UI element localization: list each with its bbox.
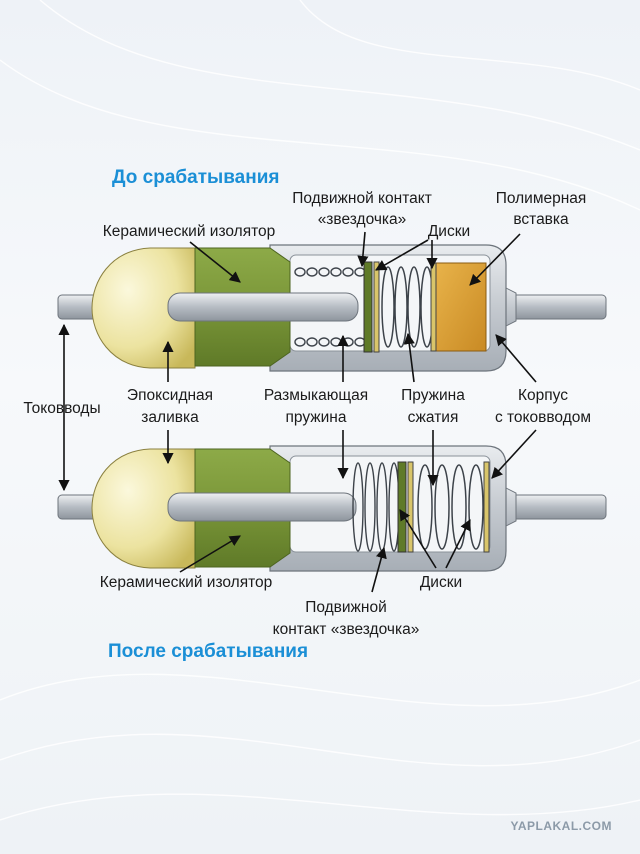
label-ceramic-insulator-top: Керамический изолятор bbox=[103, 223, 276, 240]
inner-rod-bottom bbox=[167, 492, 357, 522]
label-movable-contact-top-l1: Подвижной контакт bbox=[292, 190, 432, 207]
title-before: До срабатывания bbox=[112, 167, 279, 188]
disk-top-2 bbox=[430, 262, 437, 352]
label-housing-l2: с токовводом bbox=[495, 409, 591, 426]
label-compression-spring-l1: Пружина bbox=[401, 387, 465, 404]
label-opening-spring-l1: Размыкающая bbox=[264, 387, 368, 404]
label-compression-spring-l2: сжатия bbox=[408, 409, 459, 426]
label-ceramic-insulator-bottom: Керамический изолятор bbox=[100, 574, 273, 591]
label-polymer-insert-l1: Полимерная bbox=[496, 190, 587, 207]
label-leads: Токовводы bbox=[23, 400, 100, 417]
epoxy-bottom bbox=[91, 448, 196, 569]
star-contact-top bbox=[363, 261, 373, 353]
leader-lines bbox=[162, 231, 537, 593]
lead-right-bottom bbox=[509, 494, 607, 520]
label-disks-top: Диски bbox=[428, 223, 470, 240]
fuse-before bbox=[57, 244, 607, 372]
lead-right-top bbox=[509, 294, 607, 320]
label-disks-bottom: Диски bbox=[420, 574, 462, 591]
inner-rod-top bbox=[167, 292, 359, 322]
label-movable-contact-bottom-l1: Подвижной bbox=[305, 599, 387, 616]
label-epoxy-l2: заливка bbox=[141, 409, 199, 426]
disk-bottom-2 bbox=[483, 461, 490, 553]
disk-top bbox=[373, 261, 380, 353]
label-housing-l1: Корпус bbox=[518, 387, 568, 404]
watermark: YAPLAKAL.COM bbox=[510, 819, 612, 833]
epoxy-top bbox=[91, 247, 196, 369]
label-epoxy-l1: Эпоксидная bbox=[127, 387, 213, 404]
star-contact-bottom bbox=[397, 461, 407, 553]
label-opening-spring-l2: пружина bbox=[286, 409, 347, 426]
label-polymer-insert-l2: вставка bbox=[513, 211, 569, 228]
disk-bottom bbox=[407, 461, 414, 553]
label-movable-contact-top-l2: «звездочка» bbox=[318, 211, 407, 228]
fuse-after bbox=[57, 445, 607, 572]
background-swirls bbox=[0, 0, 640, 820]
title-after: После срабатывания bbox=[108, 641, 308, 662]
label-movable-contact-bottom-l2: контакт «звездочка» bbox=[273, 621, 420, 638]
